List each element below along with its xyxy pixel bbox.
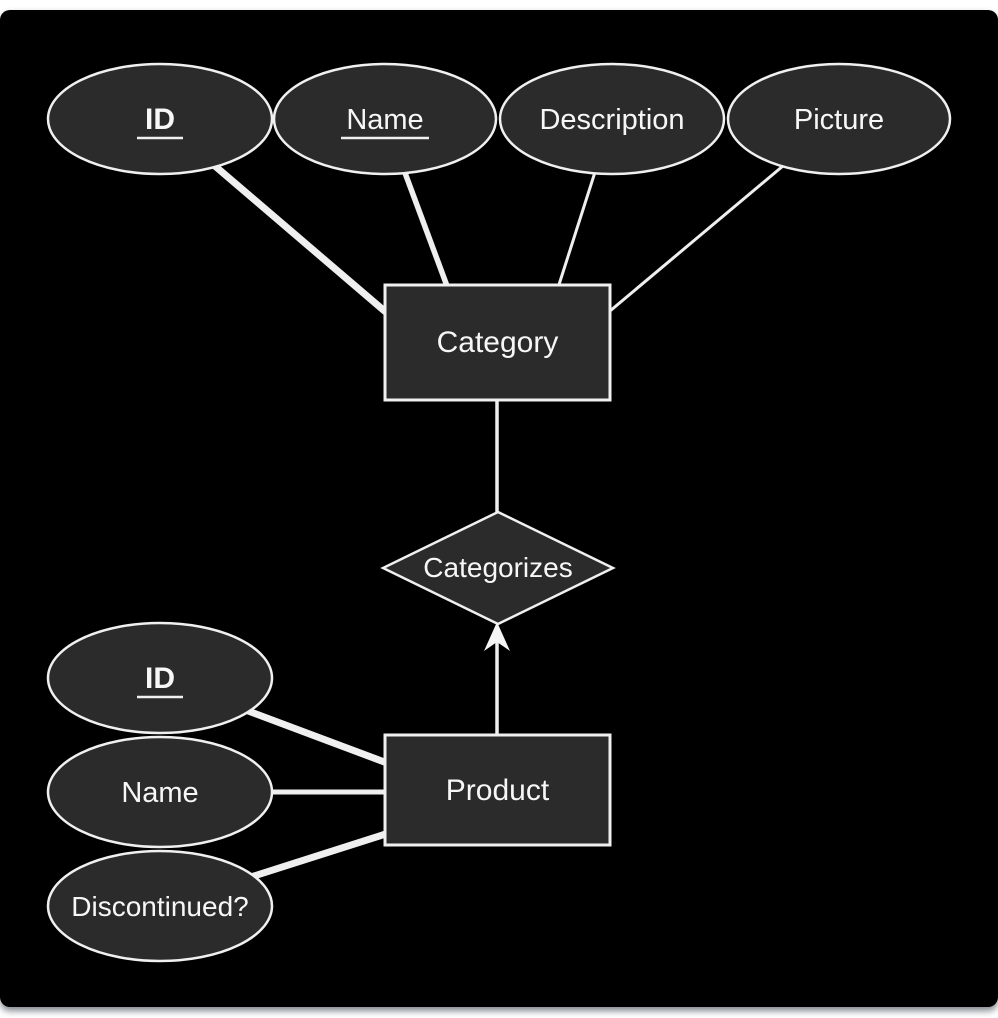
attribute-ellipse <box>46 62 274 176</box>
attribute-ellipse <box>46 849 274 963</box>
relationship-label: Categorizes <box>423 552 572 583</box>
attribute-label: Name <box>346 104 423 136</box>
relationship-diamond <box>380 510 616 626</box>
attribute-node-product-name: Name <box>46 735 274 849</box>
entity-rect <box>383 733 612 847</box>
attribute-ellipse <box>46 735 274 849</box>
er-diagram: ID Name Description Picture Category <box>46 62 952 963</box>
attribute-ellipse <box>726 62 952 176</box>
entity-node-product: Product <box>383 733 612 847</box>
attribute-ellipse <box>498 62 726 176</box>
attribute-node-category-name: Name <box>272 62 498 176</box>
attribute-ellipse <box>272 62 498 176</box>
diagram-canvas: ID Name Description Picture Category <box>0 10 998 1007</box>
attribute-node-category-picture: Picture <box>726 62 952 176</box>
entity-label: Category <box>437 326 559 359</box>
attribute-node-category-id: ID <box>46 62 274 176</box>
attribute-label: Name <box>121 777 198 809</box>
attribute-node-product-id: ID <box>46 621 274 735</box>
attribute-node-category-description: Description <box>498 62 726 176</box>
attribute-label: ID <box>145 662 175 695</box>
attribute-label: Picture <box>794 104 884 136</box>
attribute-label: Description <box>539 104 684 136</box>
entity-node-category: Category <box>383 283 612 402</box>
attribute-node-product-discontinued: Discontinued? <box>46 849 274 963</box>
arrowhead-up-icon <box>484 622 510 651</box>
entity-rect <box>383 283 612 402</box>
attribute-label: ID <box>145 103 175 136</box>
attribute-ellipse <box>46 621 274 735</box>
relationship-node-categorizes: Categorizes <box>380 510 616 626</box>
attribute-label: Discontinued? <box>71 891 248 922</box>
entity-label: Product <box>446 774 550 807</box>
